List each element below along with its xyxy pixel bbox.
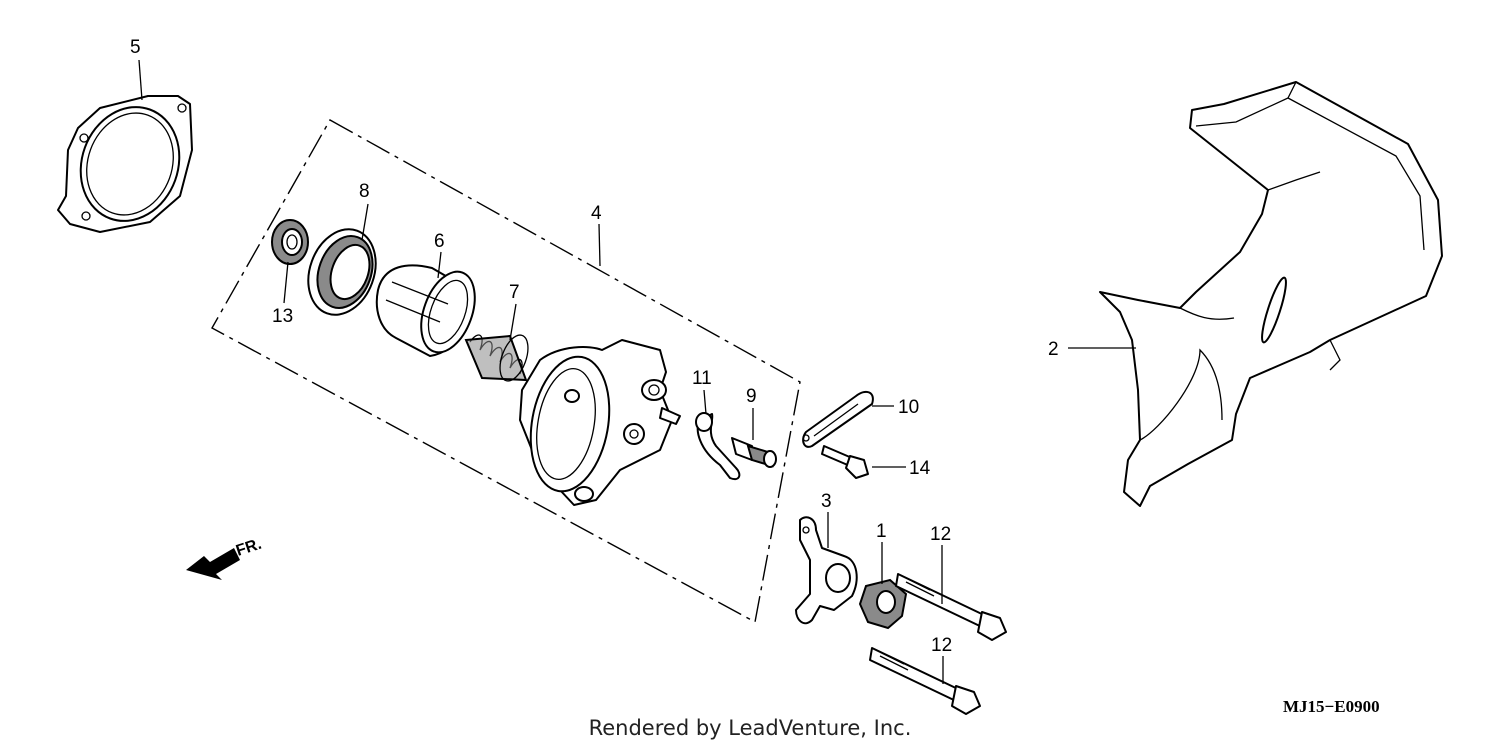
part-13-bearing[interactable]	[271, 219, 309, 265]
footer-credit: Rendered by LeadVenture, Inc.	[588, 716, 912, 740]
part-14-bolt[interactable]	[821, 445, 869, 479]
callout-11: 11	[692, 368, 712, 389]
part-4-cylinder-body[interactable]	[519, 339, 681, 506]
callout-13: 13	[272, 306, 293, 327]
diagram-code: MJ15−E0900	[1283, 697, 1380, 716]
part-8-oil-seal[interactable]	[297, 220, 387, 325]
direction-label: FR.	[234, 536, 264, 560]
assembly-boundary	[211, 119, 801, 624]
part-10-bracket[interactable]	[802, 390, 874, 448]
part-12-bolt-lower[interactable]	[869, 647, 981, 715]
callout-14: 14	[909, 458, 931, 479]
callout-12-lower: 12	[931, 635, 952, 656]
part-6-piston[interactable]	[375, 264, 485, 359]
callout-9: 9	[746, 386, 757, 407]
callout-2: 2	[1048, 339, 1059, 360]
part-11-clip[interactable]	[695, 412, 741, 480]
front-direction-arrow: FR.	[186, 536, 264, 580]
part-12-bolt-upper[interactable]	[895, 573, 1007, 641]
part-5-gasket[interactable]	[57, 93, 195, 235]
callout-12-upper: 12	[930, 524, 951, 545]
part-9-bleeder-valve[interactable]	[731, 437, 777, 468]
callout-5: 5	[130, 37, 141, 58]
callout-3: 3	[821, 491, 832, 512]
part-7-spring[interactable]	[464, 331, 533, 384]
callout-7: 7	[509, 282, 520, 303]
part-2-cover[interactable]	[1099, 81, 1443, 507]
callout-8: 8	[359, 181, 370, 202]
callout-10: 10	[898, 397, 919, 418]
part-1-collar[interactable]	[858, 578, 908, 630]
part-3-plate[interactable]	[795, 516, 858, 625]
callout-4: 4	[591, 203, 602, 224]
callout-1: 1	[876, 521, 887, 542]
callout-6: 6	[434, 231, 445, 252]
leader-lines	[138, 59, 1136, 684]
